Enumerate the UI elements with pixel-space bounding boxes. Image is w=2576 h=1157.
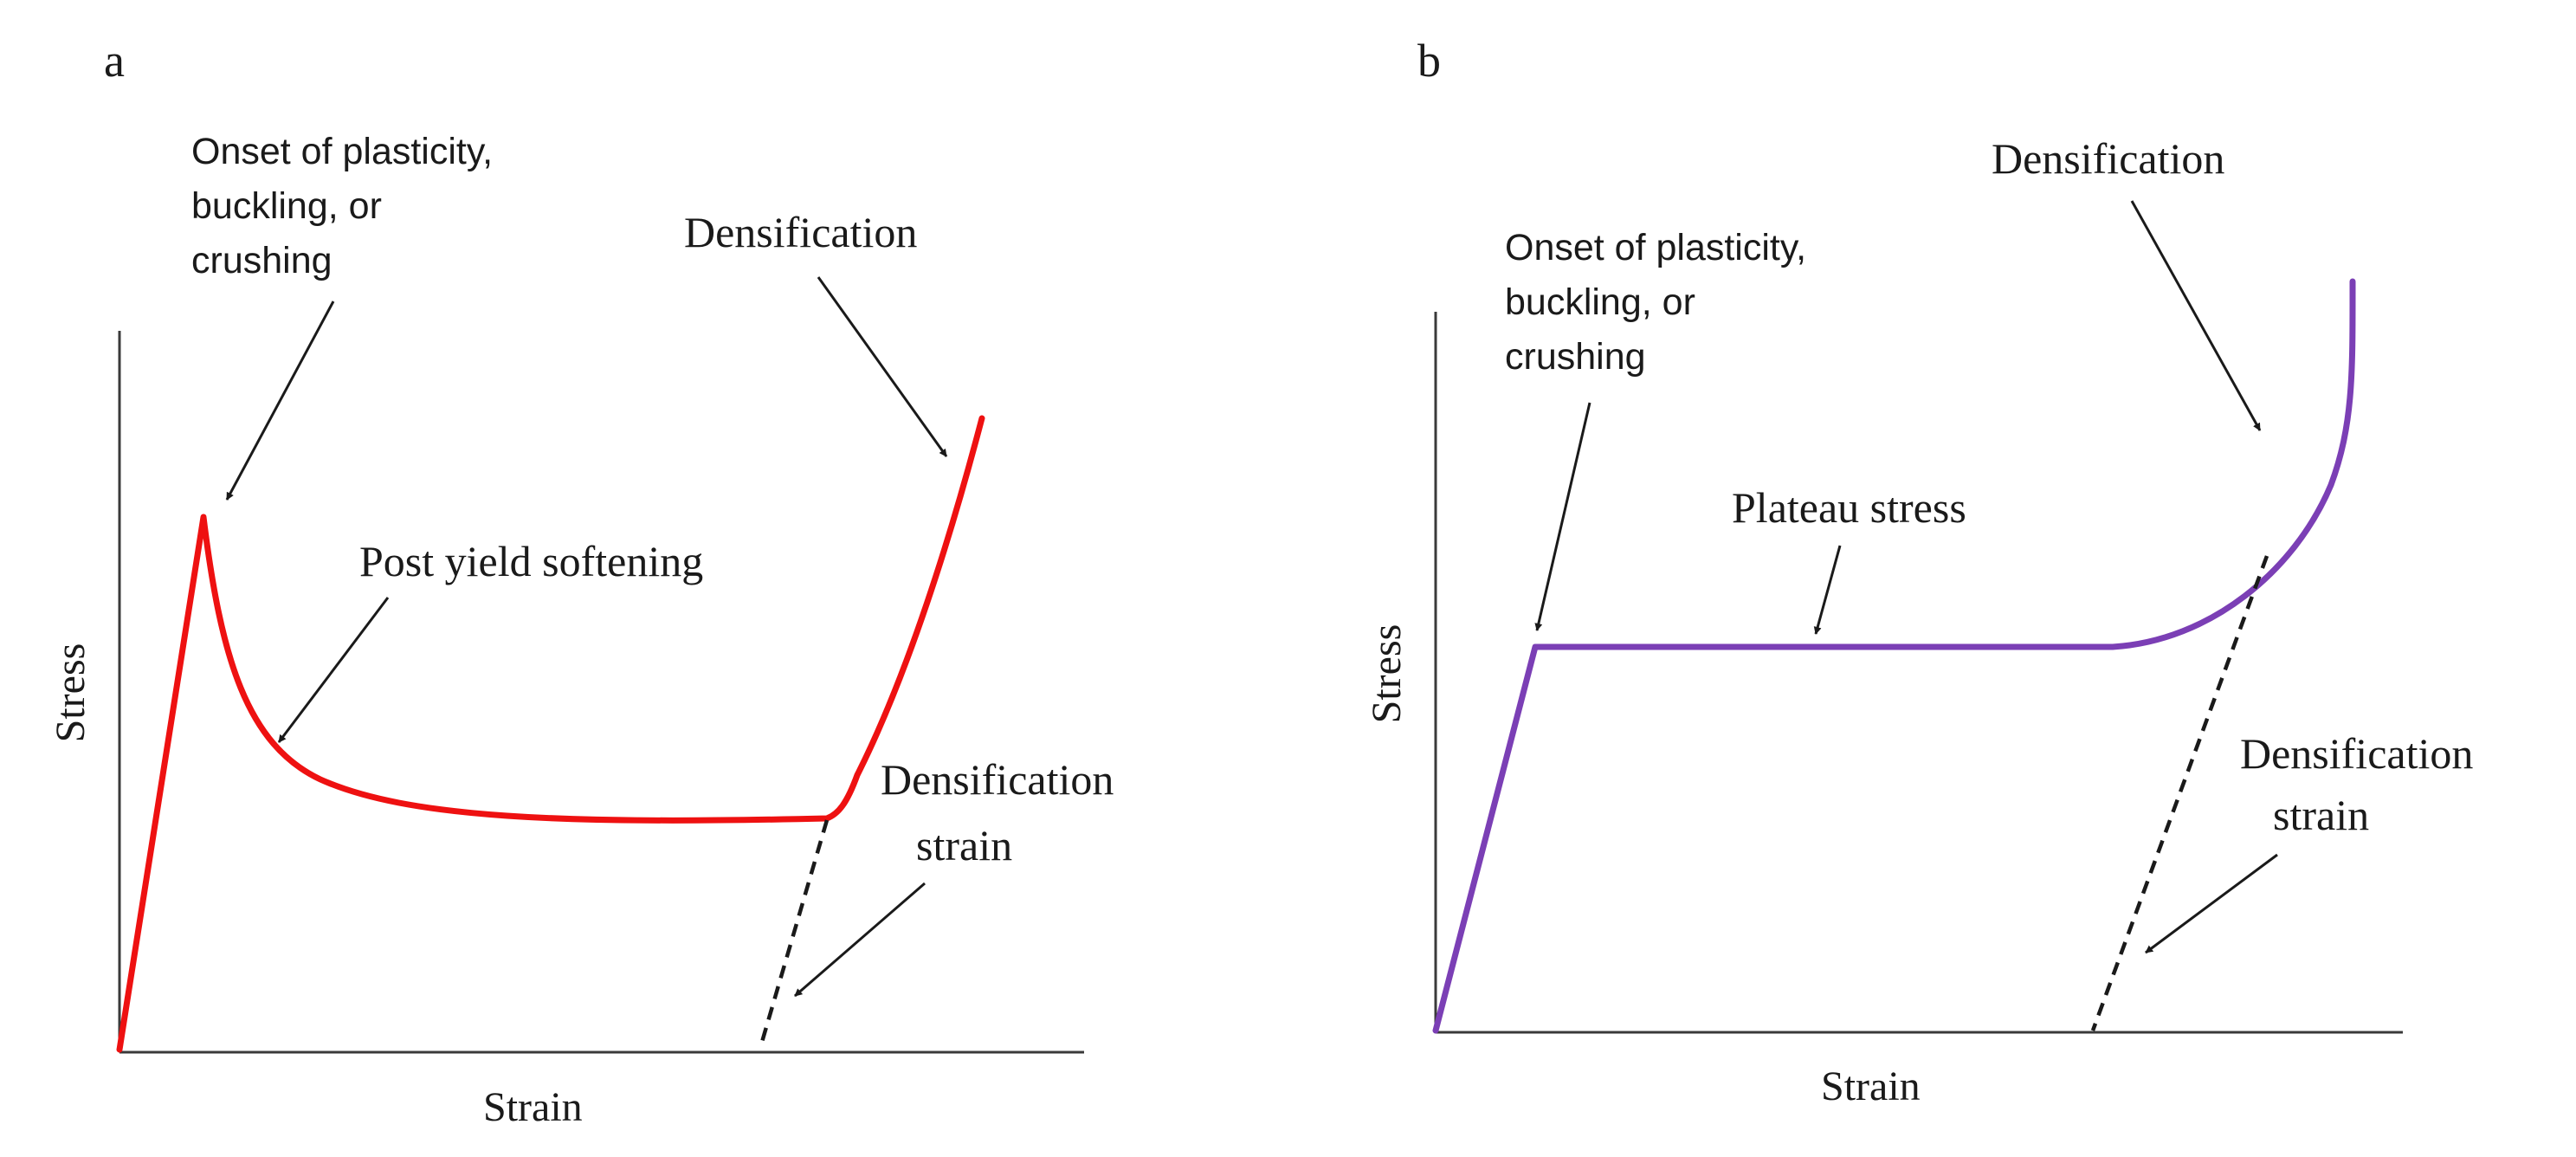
panel-b-onset-label: Onset of plasticity, buckling, or crushi… — [1505, 227, 1817, 378]
panel-b-x-label: Strain — [1821, 1063, 1921, 1109]
panel-a-y-label: Stress — [48, 643, 94, 743]
panel-a-densification-arrow — [817, 276, 948, 457]
panel-b: b Strain Stress Onset of plasticity, buc… — [1364, 35, 2484, 1109]
panel-b-densification-strain-label: Densification strain — [2240, 729, 2484, 839]
panel-b-onset-arrow — [1534, 402, 1591, 631]
panel-a-onset-label: Onset of plasticity, buckling, or crushi… — [191, 131, 503, 281]
panel-a-softening-label: Post yield softening — [359, 537, 703, 585]
panel-a-x-label: Strain — [483, 1084, 583, 1130]
panel-b-densification-strain-line — [2090, 555, 2269, 1031]
panel-a-densification-strain-arrow — [794, 882, 926, 998]
panel-b-plateau-arrow — [1813, 545, 1842, 635]
panel-a-densification-strain-label: Densification strain — [881, 755, 1125, 869]
panel-a-stress-strain-curve — [116, 415, 985, 1053]
panel-a-densification-strain-line — [758, 819, 830, 1049]
panel-b-plateau-label: Plateau stress — [1732, 483, 1966, 532]
panel-a-softening-arrow — [277, 597, 390, 743]
panel-a-densification-label: Densification — [684, 208, 917, 256]
panel-a: a Strain Stress Onset of plasticity, buc… — [48, 35, 1125, 1130]
panel-a-letter: a — [104, 35, 125, 87]
panel-b-densification-label: Densification — [1992, 134, 2224, 183]
panel-b-y-label: Stress — [1364, 624, 1410, 724]
panel-b-stress-strain-curve — [1432, 278, 2356, 1034]
panel-b-densification-arrow — [2130, 200, 2262, 431]
panel-b-letter: b — [1417, 35, 1441, 87]
panel-b-densification-strain-arrow — [2145, 853, 2278, 954]
panel-a-onset-arrow — [225, 301, 335, 501]
